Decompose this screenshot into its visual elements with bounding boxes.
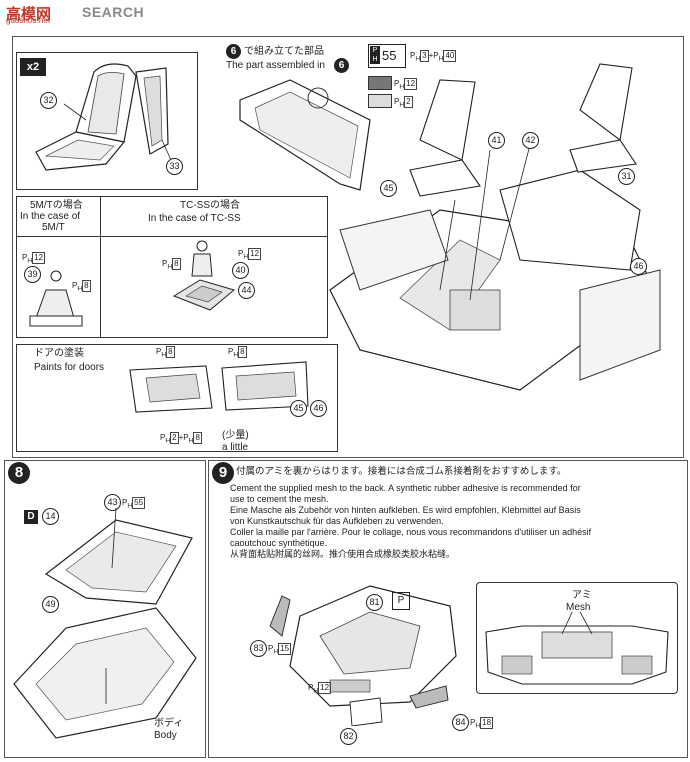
doors-en: Paints for doors — [34, 362, 105, 373]
paint-main-number: 55 — [382, 48, 397, 63]
part-46-label: 46 — [630, 258, 647, 275]
part-41-label: 41 — [488, 132, 505, 149]
step-9-line-zh: 从背面粘贴附属的丝网。推介使用合成橡胶类胶水粘缝。 — [230, 549, 456, 559]
part-83-paint-number: 15 — [278, 643, 292, 655]
part-33-label: 33 — [166, 158, 183, 175]
watermark-main: 高模网 — [6, 6, 52, 23]
part-43-paint-number: 55 — [132, 497, 146, 509]
shifter-tcss-drawing — [172, 240, 236, 311]
case-tcss-box — [100, 196, 328, 338]
case-mt-en2: 5M/T — [42, 222, 65, 233]
part-84-label: 84 — [452, 714, 469, 731]
paint-12-number: 12 — [318, 682, 332, 694]
swatch-dark-number: 12 — [404, 78, 418, 90]
part-42-label: 42 — [522, 132, 539, 149]
part-14-label: 14 — [42, 508, 59, 525]
step-8-badge: 8 — [8, 462, 30, 484]
doors-little-en: a little — [222, 442, 249, 453]
doors-mix-b: 8 — [193, 432, 202, 444]
case-tcss-jp: TC-SSの場合 — [180, 200, 240, 211]
step-9-badge: 9 — [212, 462, 234, 484]
part-45-label: 45 — [380, 180, 397, 197]
swatch-dark — [368, 76, 392, 90]
step-ref-6-badge-en: 6 — [334, 58, 349, 73]
part-39-label: 39 — [24, 266, 41, 283]
part-43-label: 43 — [104, 494, 121, 511]
watermark-sub: gaoshou.net — [6, 16, 51, 25]
qty-badge: x2 — [20, 58, 46, 76]
step-9-line-de-1: Eine Masche als Zubehör von hinten aufkl… — [230, 505, 581, 515]
doors-mix-a: 2 — [170, 432, 179, 444]
body-jp: ボディ — [154, 718, 184, 729]
mesh-jp: アミ — [572, 590, 592, 601]
assembled-jp-text: で組み立てた部品 — [244, 46, 324, 57]
part-83-label: 83 — [250, 640, 267, 657]
step-ref-6-badge: 6 — [226, 44, 241, 59]
step-9-line-de-2: von Kunstkautschuk für das Aufkleben zu … — [230, 516, 444, 526]
part-31-label: 31 — [618, 168, 635, 185]
step-9-line-fr-2: caoutchouc synthétique. — [230, 538, 328, 548]
part-82-label: 82 — [340, 728, 357, 745]
watermark-search: SEARCH — [82, 4, 145, 20]
case-tcss-en: In the case of TC-SS — [148, 213, 241, 224]
part-45-door-label: 45 — [290, 400, 307, 417]
case-mt-paint-b-number: 8 — [82, 280, 91, 292]
doors-little-jp: (少量) — [222, 430, 249, 441]
glue-icon: P — [392, 592, 410, 610]
case-tcss-paint-a-number: 12 — [248, 248, 262, 260]
part-32-label: 32 — [40, 92, 57, 109]
qty-text: x2 — [26, 61, 40, 73]
case-mt-paint-a-number: 12 — [32, 252, 46, 264]
interior-drawing — [239, 63, 661, 391]
d-badge-text: D — [27, 511, 35, 522]
paint-mix-b: 40 — [443, 50, 457, 62]
case-mt-en1: In the case of — [20, 211, 81, 222]
swatch-light — [368, 94, 392, 108]
doors-paint-left-number: 8 — [166, 346, 175, 358]
body-en: Body — [154, 730, 177, 741]
part-40-label: 40 — [232, 262, 249, 279]
shifter-mt-drawing — [29, 270, 83, 327]
step-9-line-jp: 付属のアミを裏からはります。接着には合成ゴム系接着剤をおすすめします。 — [236, 466, 567, 477]
doors-jp: ドアの塗装 — [34, 348, 84, 359]
part-81-label: 81 — [366, 594, 383, 611]
part-49-label: 49 — [42, 596, 59, 613]
step-9-line-en-1: Cement the supplied mesh to the back. A … — [230, 483, 581, 493]
case-mt-jp: 5M/Tの場合 — [30, 200, 83, 211]
part-84-paint-number: 18 — [480, 717, 494, 729]
step-9-line-fr-1: Coller la maille par l'arrière. Pour le … — [230, 527, 592, 537]
mesh-drawing — [485, 612, 669, 685]
bumper-drawing — [269, 585, 457, 726]
watermark-logo: 高模网 SEARCH gaoshou.net — [0, 0, 170, 26]
swatch-light-number: 2 — [404, 96, 413, 108]
assembled-en-text: The part assembled in — [226, 60, 325, 71]
doors-paint-right-number: 8 — [238, 346, 247, 358]
body-drawing — [13, 508, 197, 739]
d-badge: D — [24, 510, 38, 524]
part-46-door-label: 46 — [310, 400, 327, 417]
doors-drawing — [129, 361, 309, 413]
seat-drawing — [35, 63, 172, 171]
mesh-en: Mesh — [566, 602, 591, 613]
part-44-label: 44 — [238, 282, 255, 299]
case-tcss-paint-b-number: 8 — [172, 258, 181, 270]
case-divider — [16, 236, 327, 237]
step-9-line-en-2: use to cement the mesh. — [230, 494, 329, 504]
